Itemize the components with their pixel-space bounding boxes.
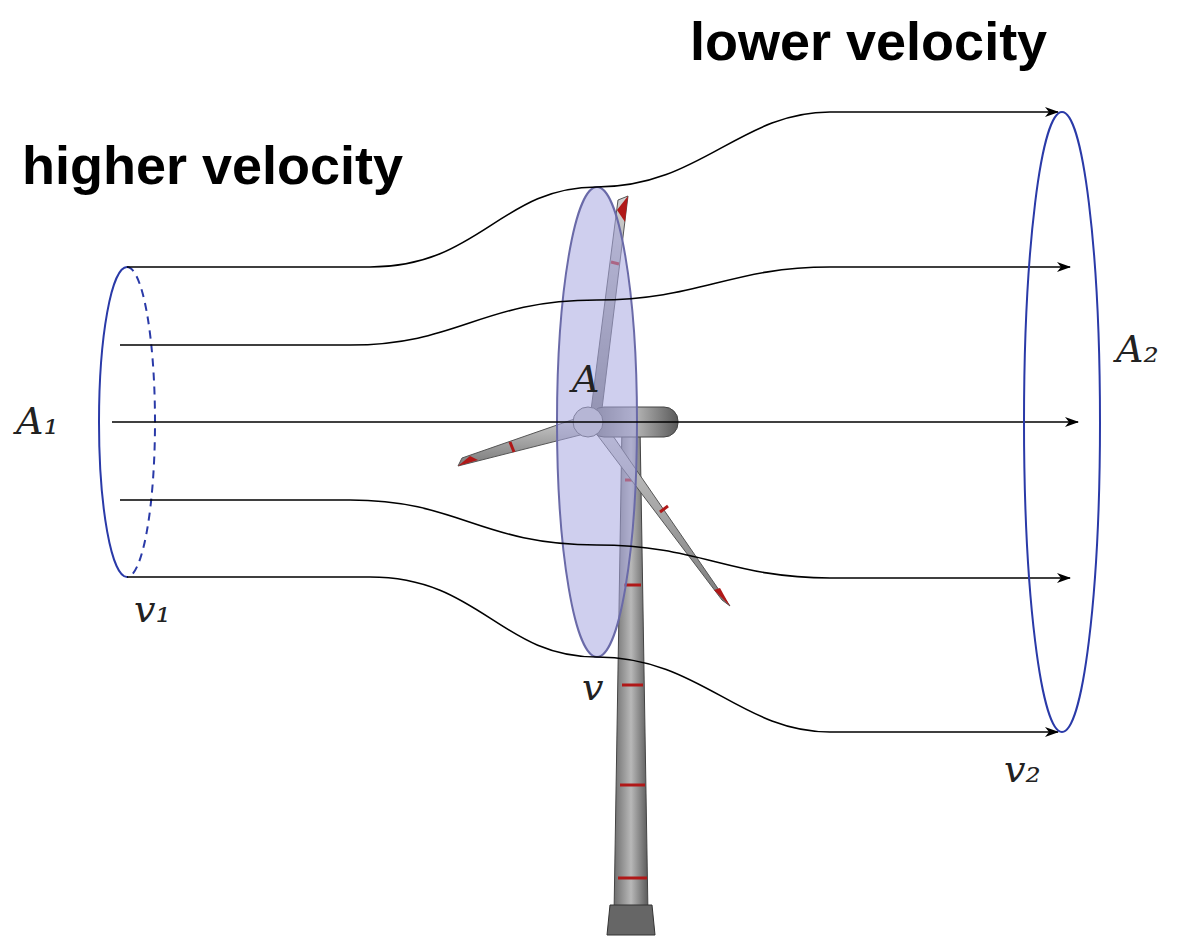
velocity-symbol: v₁ <box>134 590 171 628</box>
tower-base <box>607 905 655 935</box>
streamlines <box>112 112 1078 732</box>
velocity-note: higher velocity <box>22 138 403 192</box>
velocity-note: lower velocity <box>690 14 1047 68</box>
velocity-symbol: v₂ <box>1004 750 1041 788</box>
outlet-ellipse <box>1024 112 1100 732</box>
velocity-symbol: v <box>582 668 603 706</box>
area-symbol: A <box>572 360 599 398</box>
area-symbol: A₁ <box>16 402 59 440</box>
area-symbol: A₂ <box>1116 330 1159 368</box>
